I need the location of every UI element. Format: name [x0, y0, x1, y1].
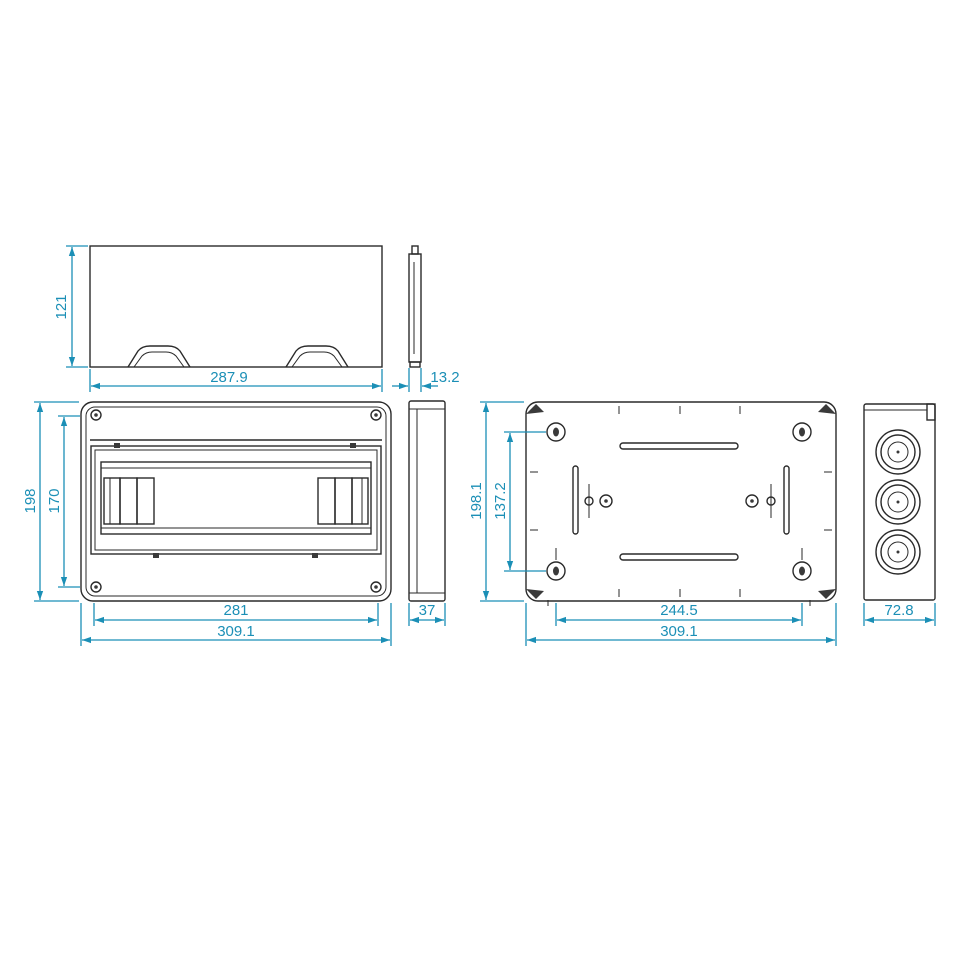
front-inner-height-label: 170	[46, 488, 63, 513]
cable-entry-top	[875, 429, 921, 475]
rear-outer-height-label: 198.1	[468, 482, 485, 520]
front-inner-height-dimension: 170	[46, 415, 80, 588]
cable-entry-middle	[875, 479, 921, 525]
front-outer-height-label: 198	[22, 488, 39, 513]
lid-side-view	[408, 245, 422, 368]
lid-depth-dimension: 13.2	[392, 368, 460, 392]
lid-width-label: 287.9	[210, 369, 248, 386]
rear-mount-height-dimension: 137.2	[492, 431, 546, 572]
lid-depth-label: 13.2	[430, 369, 459, 386]
lid-height-label: 121	[53, 294, 70, 319]
rear-outer-height-dimension: 198.1	[468, 401, 524, 602]
front-depth-dimension: 37	[408, 602, 446, 626]
front-side-view	[408, 400, 446, 602]
cable-entry-bottom	[875, 529, 921, 575]
rear-outer-width-label: 309.1	[660, 623, 698, 640]
end-depth-dimension: 72.8	[863, 602, 936, 626]
rear-mount-height-label: 137.2	[492, 482, 509, 520]
front-outer-height-dimension: 198	[22, 401, 79, 602]
front-inner-width-label: 281	[223, 602, 248, 619]
rear-mount-width-dimension: 244.5	[555, 602, 803, 626]
rear-outer-width-dimension: 309.1	[525, 603, 837, 646]
end-view	[863, 403, 936, 601]
rear-mount-width-label: 244.5	[660, 602, 698, 619]
lid-width-dimension: 287.9	[89, 369, 383, 392]
front-view	[80, 401, 392, 602]
front-depth-label: 37	[419, 602, 436, 619]
front-inner-width-dimension: 281	[93, 602, 379, 626]
end-depth-label: 72.8	[884, 602, 913, 619]
lid-height-dimension: 121	[53, 245, 88, 368]
rear-view	[525, 401, 837, 606]
lid-front-view	[89, 245, 383, 368]
front-outer-width-label: 309.1	[217, 623, 255, 640]
front-outer-width-dimension: 309.1	[80, 603, 392, 646]
